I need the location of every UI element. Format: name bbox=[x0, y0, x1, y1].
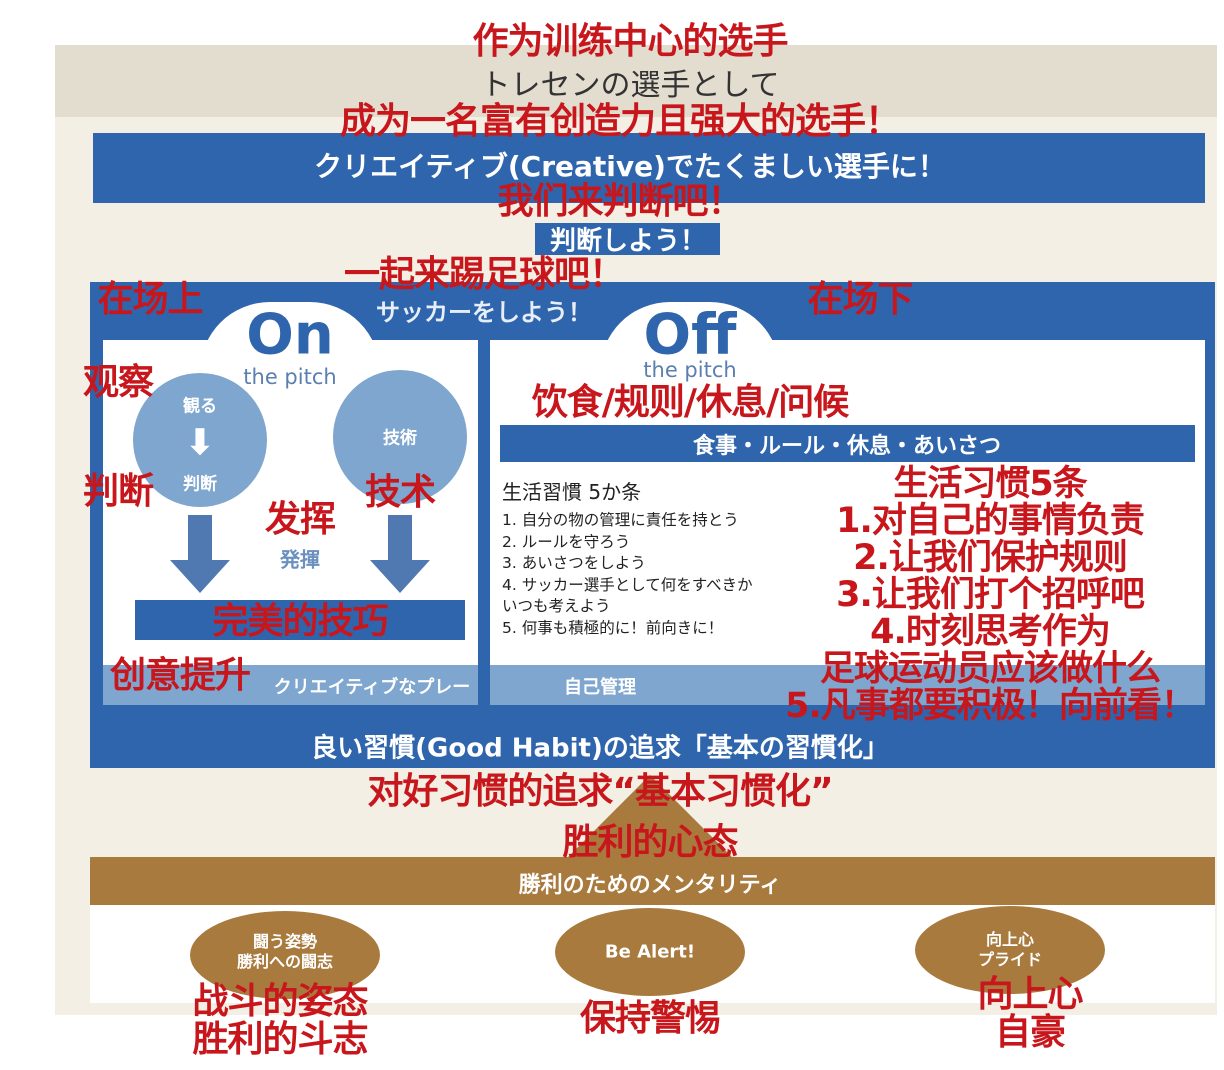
off-subtitle: the pitch bbox=[643, 358, 737, 382]
zh-mentality-item: 保持警惕 bbox=[579, 998, 721, 1040]
header-band bbox=[55, 45, 1217, 117]
mentality-text: 勝利のためのメンタリティ bbox=[518, 873, 782, 898]
zh-skill: 完美的技巧 bbox=[212, 601, 388, 643]
list-item: 2. ルールを守ろう bbox=[502, 532, 631, 551]
technique-circle bbox=[333, 370, 467, 504]
header-title: トレセンの選手として bbox=[480, 68, 780, 103]
goal-text: クリエイティブ(Creative)でたくましい選手に！ bbox=[314, 150, 946, 183]
on-pitch-tab bbox=[200, 302, 380, 382]
habit-text: 良い習慣(Good Habit)の追求「基本の習慣化」 bbox=[311, 733, 889, 764]
on-title: On bbox=[246, 302, 334, 368]
off-footer-band bbox=[490, 665, 1205, 705]
lifestyle-text: 食事・ルール・休息・あいさつ bbox=[692, 434, 1002, 459]
judge-text: 判断しよう！ bbox=[549, 226, 707, 257]
zh-mentality-item: 战斗的姿态胜利的斗志 bbox=[192, 981, 368, 1060]
observe-label: 観る bbox=[183, 396, 217, 417]
zh-mentality-item: 向上心自豪 bbox=[977, 974, 1083, 1053]
arrow-down-icon bbox=[370, 515, 430, 593]
zh-exert: 发挥 bbox=[264, 499, 336, 541]
zh-mentality: 胜利的心态 bbox=[562, 822, 738, 864]
judge-box bbox=[535, 223, 720, 255]
list-title: 生活習慣 5か条 bbox=[502, 480, 642, 504]
zh-header: 作为训练中心的选手 bbox=[472, 21, 788, 63]
judge-label: 判断 bbox=[183, 474, 217, 495]
off-title: Off bbox=[643, 302, 737, 368]
zh-list: 生活习惯5条 1.对自己的事情负责 2.让我们保护规则 3.让我们打个招呼吧 4… bbox=[785, 464, 1196, 726]
list-item: 5. 何事も積極的に！前向きに！ bbox=[502, 618, 724, 637]
zh-technique: 技术 bbox=[364, 472, 436, 514]
arrow-down-icon bbox=[170, 515, 230, 593]
on-footer-text: クリエイティブなプレー bbox=[273, 677, 471, 698]
on-subtitle: the pitch bbox=[243, 365, 337, 389]
skill-bar bbox=[135, 600, 465, 640]
observe-circle bbox=[133, 373, 267, 507]
play-title: サッカーをしよう！ bbox=[376, 298, 592, 327]
off-pitch-tab bbox=[600, 302, 780, 382]
zh-judge: 我们来判断吧！ bbox=[497, 181, 743, 223]
zh-play: 一起来踢足球吧！ bbox=[343, 254, 625, 296]
list-item: 4. サッカー選手として何をすべきかいつも考えよう bbox=[502, 575, 753, 616]
zh-lifestyle: 饮食/规则/休息/问候 bbox=[531, 382, 849, 424]
lifestyle-bar bbox=[500, 425, 1195, 462]
zh-goal: 成为一名富有创造力且强大的选手！ bbox=[339, 101, 901, 143]
technique-label: 技術 bbox=[383, 428, 417, 449]
goal-banner bbox=[93, 133, 1205, 203]
mentality-bar bbox=[90, 857, 1215, 905]
exert-label: 発揮 bbox=[280, 547, 320, 572]
mentality-item-text: 向上心プライド bbox=[977, 930, 1043, 969]
list-item: 1. 自分の物の管理に責任を持とう bbox=[502, 511, 739, 529]
zh-judge-label: 判断 bbox=[82, 471, 154, 513]
zh-habit: 对好习惯的追求“基本习惯化” bbox=[367, 771, 833, 813]
zh-observe: 观察 bbox=[82, 362, 154, 404]
on-footer-band bbox=[103, 665, 478, 705]
habit-list: 1. 自分の物の管理に責任を持とう 2. ルールを守ろう 3. あいさつをしよう… bbox=[502, 510, 760, 639]
mentality-ellipse bbox=[555, 908, 745, 996]
mentality-ellipse bbox=[190, 911, 380, 999]
off-pitch-panel bbox=[490, 340, 1205, 705]
mentality-item-text: Be Alert! bbox=[604, 941, 696, 963]
list-item: 3. あいさつをしよう bbox=[502, 554, 646, 572]
zh-creative: 创意提升 bbox=[109, 655, 251, 697]
pyramid-arrow bbox=[565, 775, 735, 860]
mentality-ellipse bbox=[915, 906, 1105, 994]
arrow-down-icon: ⬇ bbox=[184, 422, 216, 464]
mentality-item-text: 闘う姿勢勝利への闘志 bbox=[236, 932, 334, 971]
zh-off: 在场下 bbox=[807, 279, 913, 321]
off-footer-text: 自己管理 bbox=[564, 677, 636, 698]
zh-on: 在场上 bbox=[97, 279, 203, 321]
